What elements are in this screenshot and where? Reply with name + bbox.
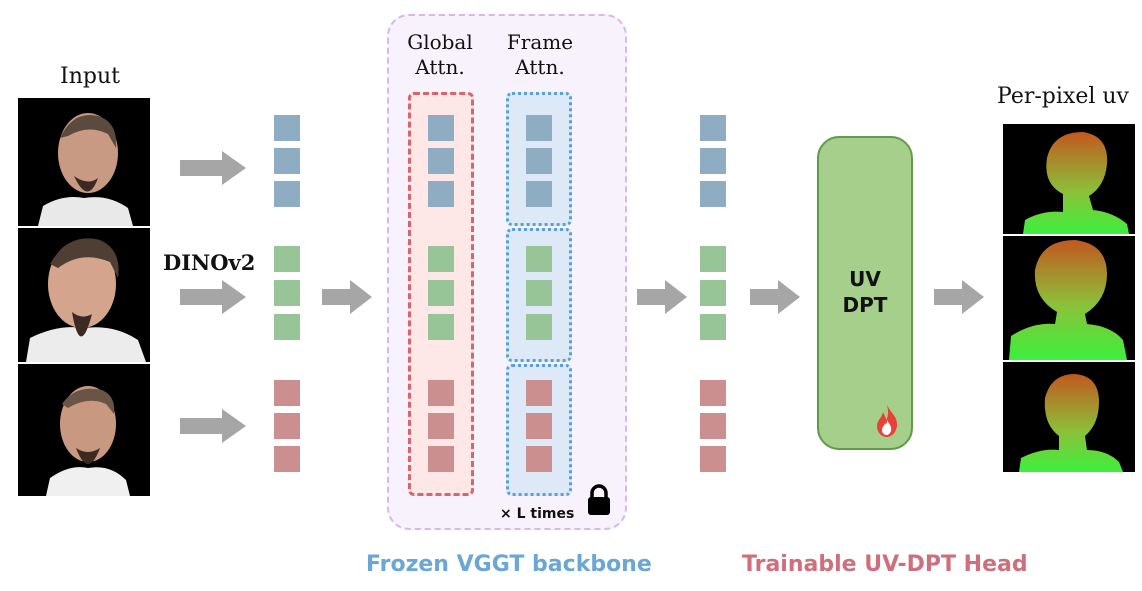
input-face-2 [18, 228, 150, 362]
arrow-to-output [934, 280, 984, 314]
input-face-1 [18, 98, 150, 226]
repeat-label: × L times [500, 506, 575, 522]
arrow-to-head [750, 280, 800, 314]
token-green [526, 246, 552, 272]
token-green [428, 246, 454, 272]
token-blue [526, 181, 552, 207]
frozen-backbone-caption: Frozen VGGT backbone [366, 552, 652, 577]
arrow-input-2 [180, 280, 246, 314]
token-blue [700, 115, 726, 141]
token-red [700, 413, 726, 439]
arrow-to-backbone [322, 280, 372, 314]
encoder-label: DINOv2 [163, 250, 256, 275]
token-blue [274, 148, 300, 174]
token-red [526, 446, 552, 472]
token-blue [700, 148, 726, 174]
token-blue [526, 148, 552, 174]
uv-output-1 [1003, 124, 1135, 234]
token-green [428, 314, 454, 340]
token-red [428, 380, 454, 406]
token-red [526, 413, 552, 439]
token-green [700, 280, 726, 306]
token-green [274, 280, 300, 306]
token-green [700, 314, 726, 340]
trainable-head-caption: Trainable UV-DPT Head [742, 552, 1028, 577]
token-red [428, 446, 454, 472]
token-blue [274, 115, 300, 141]
frame-attn-label: Frame Attn. [506, 30, 574, 79]
token-blue [428, 181, 454, 207]
token-green [274, 246, 300, 272]
input-face-3 [18, 364, 150, 496]
uv-output-2 [1003, 236, 1135, 360]
uv-output-3 [1003, 362, 1135, 472]
global-attn-label: Global Attn. [407, 30, 473, 79]
token-red [526, 380, 552, 406]
arrow-input-3 [180, 409, 246, 443]
token-green [526, 280, 552, 306]
uv-dpt-label: UV DPT [842, 267, 888, 317]
token-green [274, 314, 300, 340]
token-red [274, 446, 300, 472]
token-green [428, 280, 454, 306]
arrow-input-1 [180, 151, 246, 185]
input-label: Input [60, 64, 120, 89]
uv-dpt-head [817, 136, 913, 450]
output-label: Per-pixel uv [997, 84, 1129, 109]
flame-icon [877, 404, 898, 437]
token-red [274, 413, 300, 439]
token-blue [428, 115, 454, 141]
token-red [700, 446, 726, 472]
token-blue [274, 181, 300, 207]
token-red [274, 380, 300, 406]
arrow-from-backbone [637, 280, 687, 314]
token-blue [700, 181, 726, 207]
token-green [526, 314, 552, 340]
token-blue [526, 115, 552, 141]
lock-icon [588, 484, 610, 515]
token-blue [428, 148, 454, 174]
token-red [428, 413, 454, 439]
token-red [700, 380, 726, 406]
token-green [700, 246, 726, 272]
